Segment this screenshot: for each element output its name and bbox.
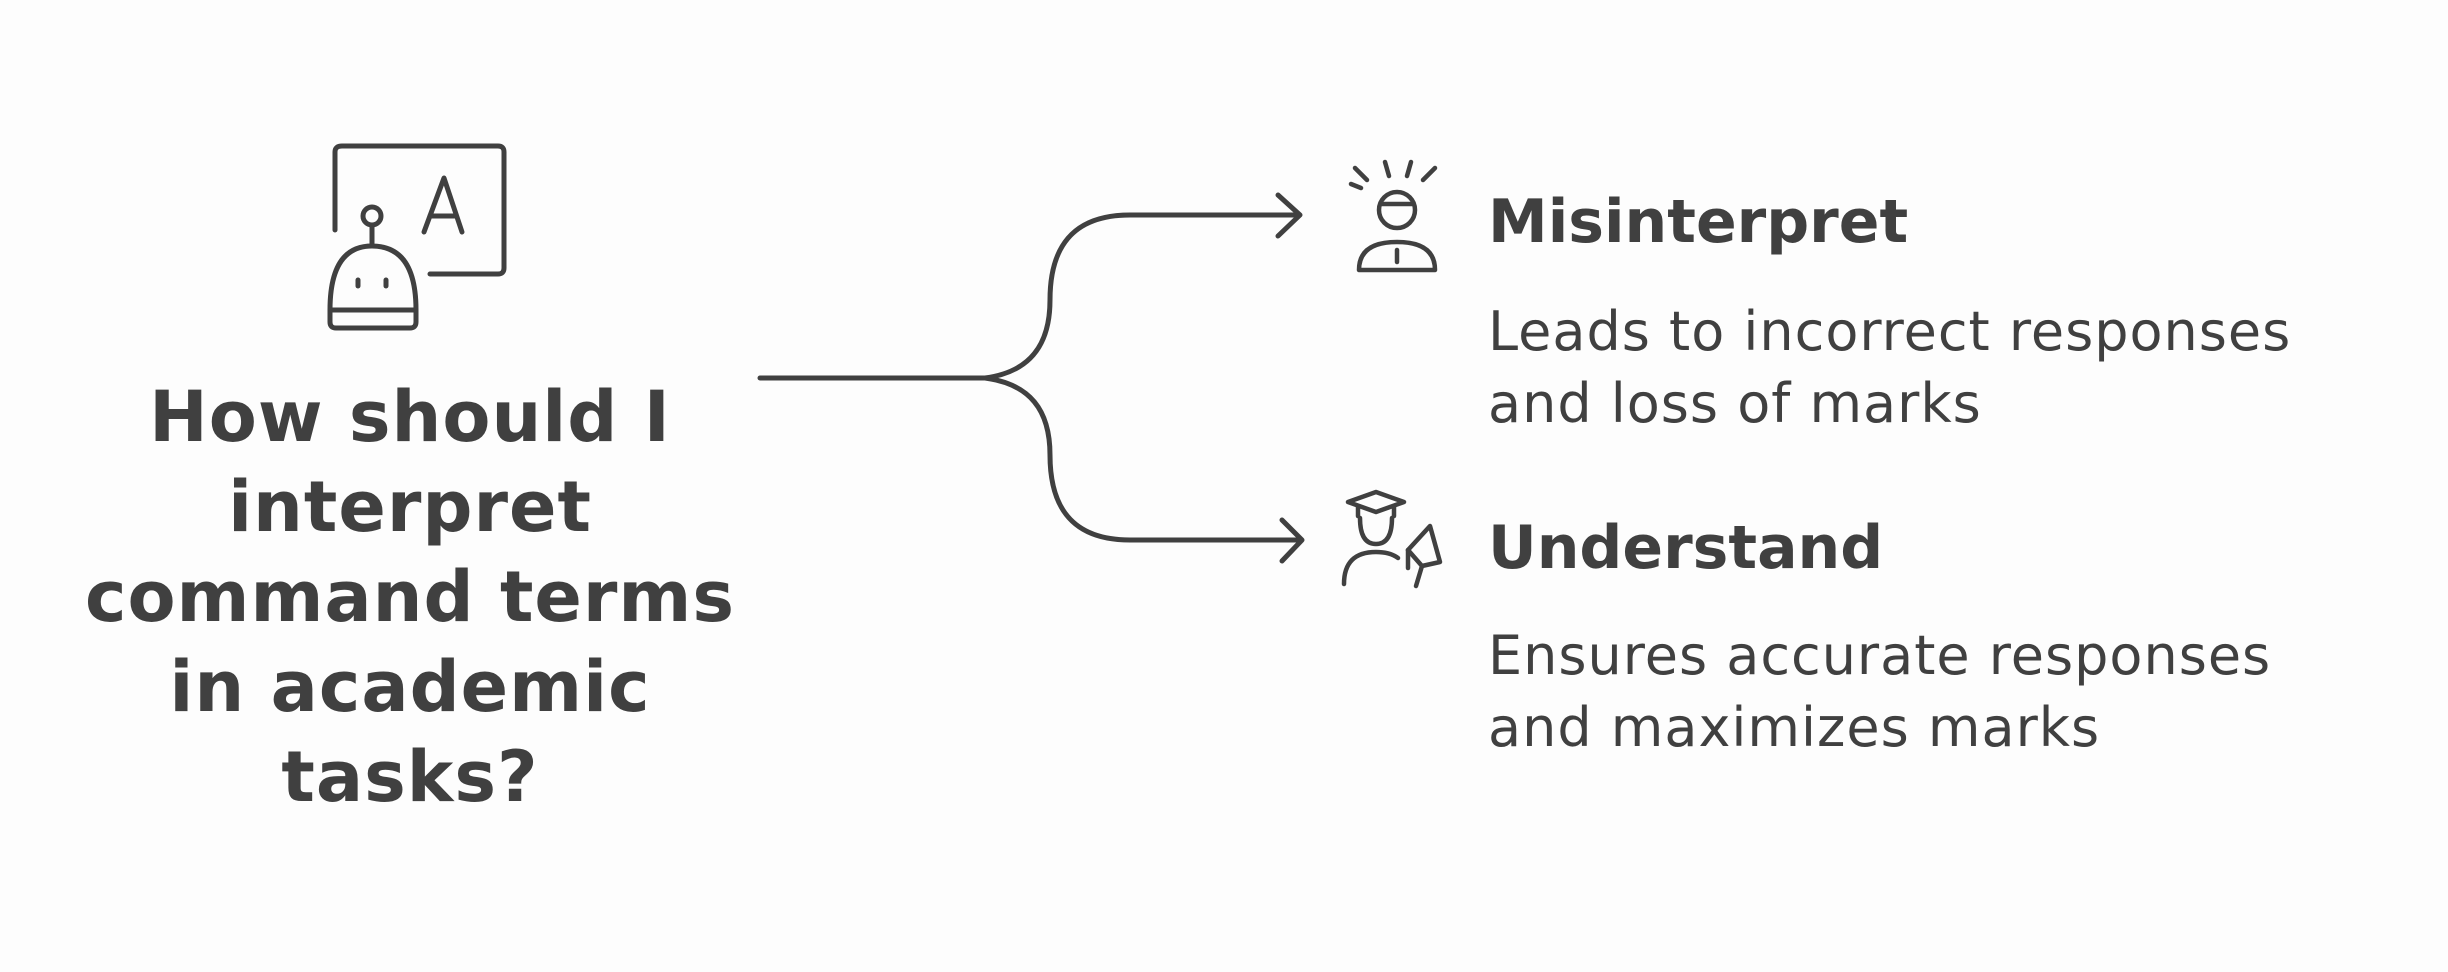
robot-chalkboard-icon	[327, 143, 507, 331]
branch-title-misinterpret: Misinterpret	[1488, 187, 1909, 257]
graduate-megaphone-icon	[1341, 489, 1443, 589]
arrowhead-understand	[1279, 517, 1305, 564]
connector-branch-misinterpret	[982, 212, 1301, 381]
branch-description-misinterpret: Leads to incorrect responses and loss of…	[1488, 300, 2292, 435]
question-text: How should I interpret command terms in …	[84, 376, 736, 818]
connector-branch-understand	[982, 375, 1303, 543]
branch-title-understand: Understand	[1488, 513, 1884, 583]
arrowhead-misinterpret	[1275, 192, 1303, 239]
branch-description-understand: Ensures accurate responses and maximizes…	[1488, 624, 2272, 759]
confused-person-icon	[1348, 159, 1438, 273]
